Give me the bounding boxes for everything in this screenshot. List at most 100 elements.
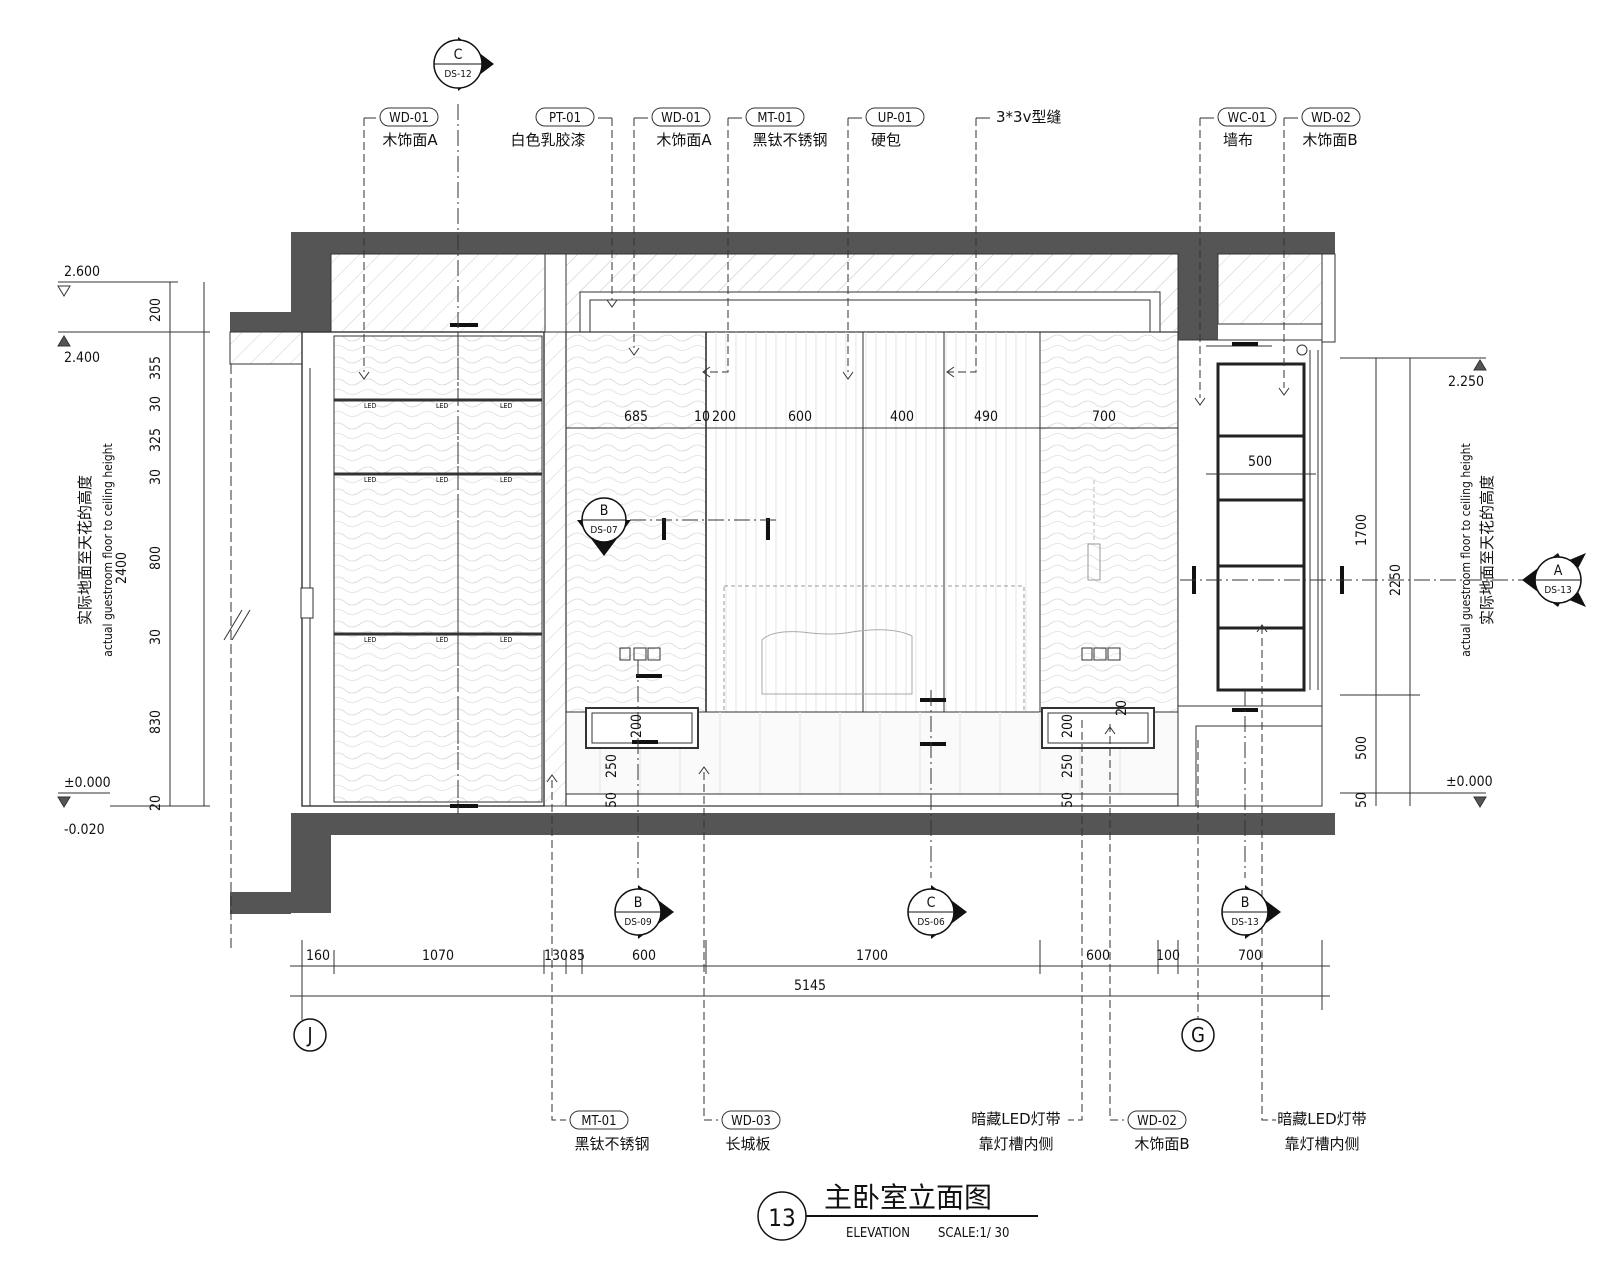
title-subtitle: ELEVATION (846, 1226, 910, 1241)
callout-code: WD-02 (1311, 111, 1351, 126)
section-markers: C DS-12 B DS-07 A DS-13 B DS-09 (433, 37, 1586, 939)
dim-label: 30 (148, 629, 164, 645)
section-marker: B DS-13 (1221, 885, 1281, 939)
svg-text:C: C (454, 47, 463, 63)
callout-label: 墙布 (1223, 131, 1253, 149)
dim-label: 50 (1354, 792, 1370, 808)
dim-label: 1700 (856, 948, 888, 964)
callout-label: 木饰面A (656, 131, 712, 149)
bottom-callouts: MT-01 黑钛不锈钢 WD-03 长城板 暗藏LED灯带 靠灯槽内侧 WD-0… (546, 624, 1367, 1153)
dim-label: 355 (148, 356, 164, 380)
dim-label: 685 (624, 409, 648, 425)
svg-text:A: A (1554, 563, 1563, 579)
callout-wd01-b: WD-01 木饰面A (628, 107, 712, 356)
dim-label: 10 (694, 409, 710, 425)
dim-label: 130 (544, 948, 568, 964)
dim-label: 600 (632, 948, 656, 964)
callout-code: MT-01 (581, 1114, 616, 1129)
callout-label: 木饰面B (1302, 131, 1357, 149)
dim-label: 800 (148, 546, 164, 570)
led-label: LED (364, 636, 376, 644)
dim-label: 200 (629, 714, 645, 738)
section-marker: B DS-07 (577, 497, 631, 556)
led-label: LED (364, 402, 376, 410)
left-dimensions: 2.600 2.400 ±0.000 -0.020 200 355 30 325… (57, 264, 210, 838)
height-note-cn: 实际地面至天花的高度 (1478, 475, 1496, 625)
wardrobe: LED LED LED LED LED LED LED LED LED (223, 331, 567, 950)
svg-text:B: B (634, 895, 643, 911)
callout-bottom-wd02: WD-02 木饰面B (1104, 724, 1190, 1153)
callout-code: WD-01 (661, 111, 701, 126)
callout-label: 暗藏LED灯带 (971, 1110, 1060, 1128)
dim-label: 5145 (794, 978, 826, 994)
led-label: LED (436, 636, 448, 644)
svg-text:B: B (1241, 895, 1250, 911)
level-label: 2.250 (1448, 374, 1484, 390)
dim-label: 1700 (1354, 514, 1370, 546)
callout-code: WD-01 (389, 111, 429, 126)
dim-label: 400 (890, 409, 914, 425)
callout-label: 木饰面A (382, 131, 438, 149)
dim-label: 830 (148, 710, 164, 734)
height-note-cn: 实际地面至天花的高度 (76, 475, 94, 625)
section-marker: C DS-12 (433, 37, 494, 91)
dim-label: 200 (712, 409, 736, 425)
led-label: LED (364, 476, 376, 484)
dim-label: 2400 (114, 552, 130, 584)
structure (229, 232, 1336, 914)
callout-label: 3*3v型缝 (996, 108, 1061, 126)
callout-label: 暗藏LED灯带 (1277, 1110, 1366, 1128)
display-shelf (1177, 339, 1323, 807)
title-number: 13 (768, 1204, 795, 1232)
grid-axis-label: J (306, 1023, 312, 1047)
level-label: 2.600 (64, 264, 100, 280)
callout-mt01: MT-01 黑钛不锈钢 (702, 107, 828, 378)
grid-axis-label: G (1191, 1023, 1205, 1047)
svg-text:DS-09: DS-09 (624, 917, 652, 928)
grid-axes: J G (293, 740, 1215, 1052)
section-lines (457, 104, 1540, 878)
svg-text:B: B (600, 503, 609, 519)
top-callouts: WD-01 木饰面A PT-01 白色乳胶漆 WD-01 木饰面A MT-01 … (358, 107, 1361, 406)
level-label: ±0.000 (1446, 774, 1493, 790)
dim-label: 160 (306, 948, 330, 964)
callout-code: MT-01 (757, 111, 792, 126)
dim-label: 30 (148, 396, 164, 412)
dim-label: 700 (1238, 948, 1262, 964)
callout-wd02: WD-02 木饰面B (1278, 107, 1361, 396)
dim-label: 700 (1092, 409, 1116, 425)
section-marker: A DS-13 (1522, 553, 1586, 607)
svg-text:DS-06: DS-06 (917, 917, 945, 928)
dim-label: 250 (604, 754, 620, 778)
dim-label: 30 (148, 469, 164, 485)
grid-axis-j (293, 1018, 327, 1052)
section-marker: B DS-09 (614, 885, 674, 939)
level-label: 2.400 (64, 350, 100, 366)
dim-label: 2250 (1388, 564, 1404, 596)
level-label: -0.020 (64, 822, 105, 838)
dim-label: 500 (1354, 736, 1370, 760)
dim-label: 50 (1060, 792, 1076, 808)
dim-label: 250 (1060, 754, 1076, 778)
bed-wall (565, 331, 1179, 807)
callout-bottom-led-2: 暗藏LED灯带 靠灯槽内侧 (1256, 624, 1367, 1153)
dim-label: 600 (1086, 948, 1110, 964)
callout-code: WD-02 (1137, 1114, 1177, 1129)
callout-code: PT-01 (549, 111, 581, 126)
callout-wc01: WC-01 墙布 (1194, 107, 1277, 406)
height-note-en: actual guestroom floor to ceiling height (1459, 443, 1473, 656)
callout-label: 靠灯槽内侧 (978, 1135, 1053, 1153)
height-note-en: actual guestroom floor to ceiling height (101, 443, 115, 656)
callout-label: 木饰面B (1134, 1135, 1189, 1153)
callout-label: 白色乳胶漆 (510, 131, 585, 149)
led-label: LED (436, 402, 448, 410)
bottom-dimensions: 160 1070 130 85 600 1700 600 100 700 514… (290, 940, 1330, 1010)
svg-text:DS-13: DS-13 (1544, 585, 1571, 596)
callout-bottom-wd03: WD-03 长城板 (698, 766, 781, 1153)
dim-label: 1070 (422, 948, 454, 964)
svg-text:DS-13: DS-13 (1231, 917, 1258, 928)
dim-label: 200 (148, 298, 164, 322)
callout-label: 黑钛不锈钢 (574, 1135, 649, 1153)
dim-label: 200 (1060, 714, 1076, 738)
callout-pt01: PT-01 白色乳胶漆 (510, 107, 618, 308)
